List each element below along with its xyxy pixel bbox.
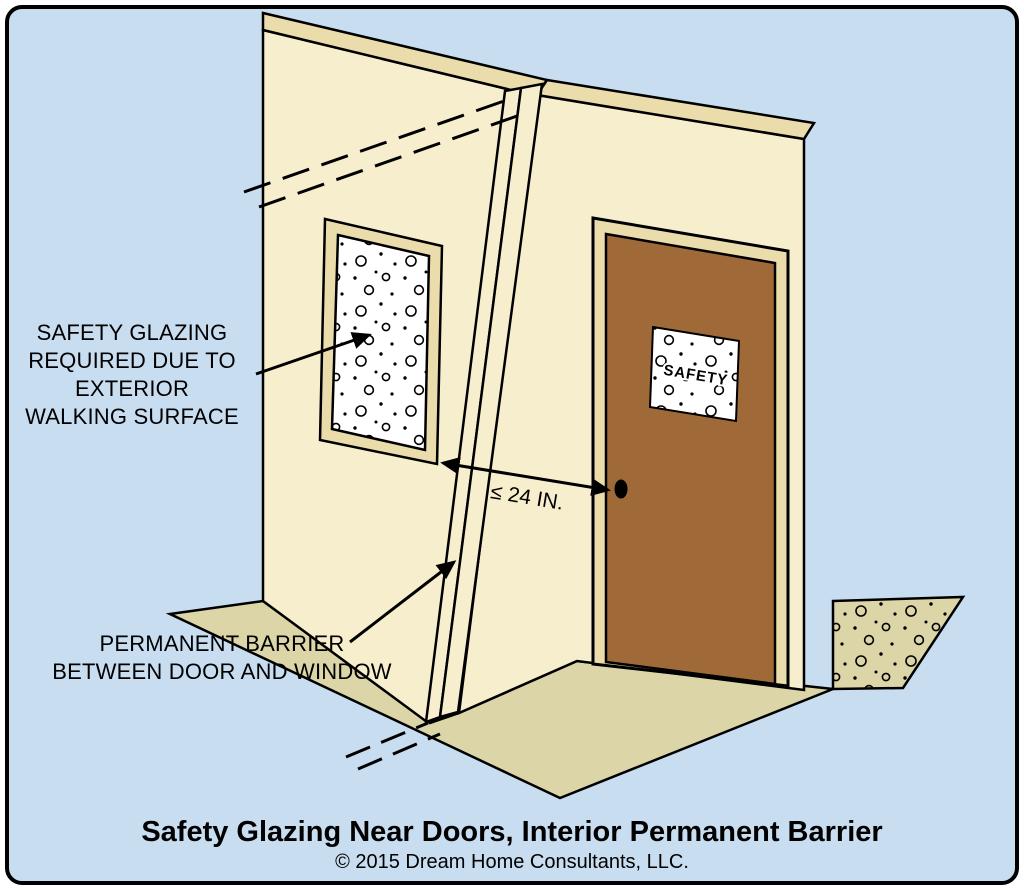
barrier-callout-arrow	[349, 560, 457, 644]
hidden-line-top-2	[258, 114, 518, 209]
barrier-edge-right	[438, 82, 544, 719]
hidden-line-bottom-2	[357, 732, 441, 771]
window-callout-label: SAFETY GLAZING REQUIRED DUE TO EXTERIOR …	[25, 320, 239, 429]
exterior-surface-speckles	[831, 595, 966, 691]
window-callout-arrow	[255, 332, 372, 376]
hidden-line-top-1	[243, 99, 505, 194]
door-panel	[604, 232, 777, 686]
window-glass-speckles	[330, 233, 431, 452]
barrier-callout-label: PERMANENT BARRIER BETWEEN DOOR AND WINDO…	[52, 631, 392, 684]
door-glass-speckles	[648, 325, 741, 423]
hidden-line-bottom-1	[345, 721, 429, 759]
door-knob	[614, 479, 628, 499]
dimension-arrow	[440, 457, 611, 496]
figure-copyright: © 2015 Dream Home Consultants, LLC.	[335, 851, 689, 873]
figure-title: Safety Glazing Near Doors, Interior Perm…	[141, 816, 883, 848]
